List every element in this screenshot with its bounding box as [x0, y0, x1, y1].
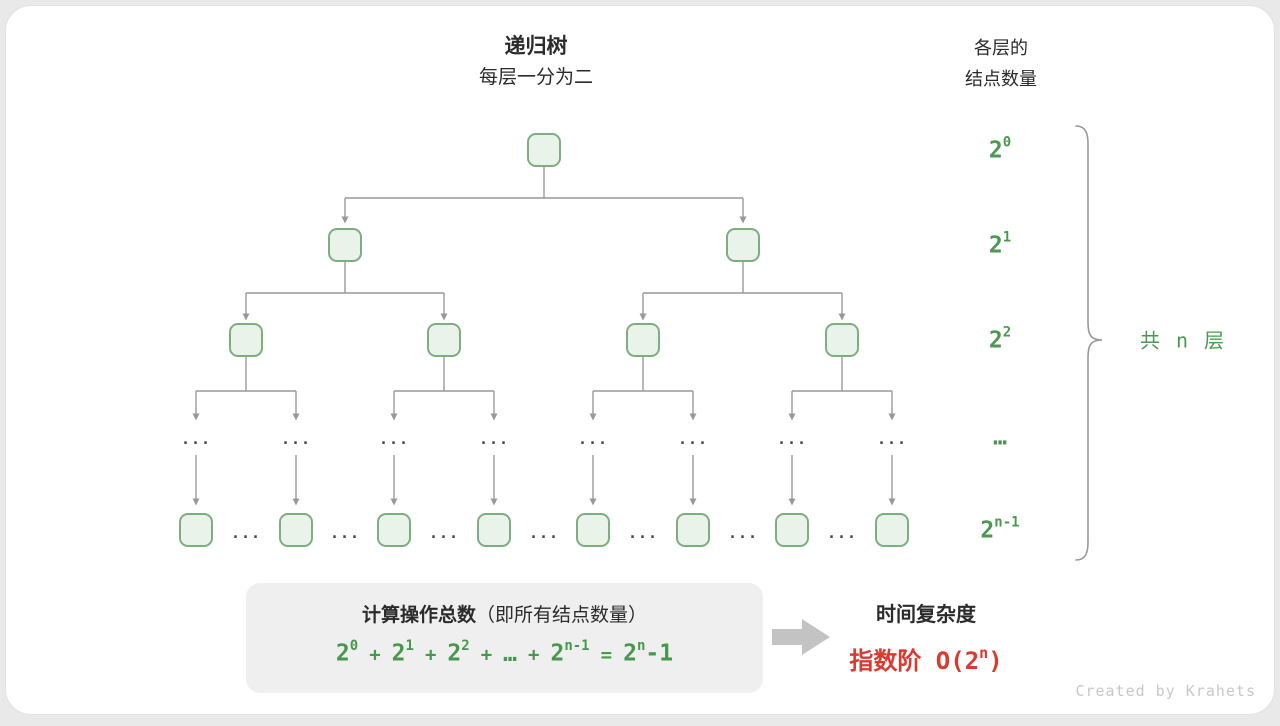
node-count-title: 各层的 结点数量	[936, 33, 1066, 95]
ellipsis: ...	[826, 524, 858, 542]
complexity-block: 时间复杂度 指数阶 O(2n)	[826, 598, 1026, 676]
tree-node	[229, 323, 263, 357]
complexity-title: 时间复杂度	[876, 604, 976, 626]
tree-node-leaf	[875, 513, 909, 547]
tree-node	[726, 228, 760, 262]
watermark: Created by Krahets	[1075, 682, 1256, 700]
level-count-label-dots: …	[993, 424, 1007, 451]
ellipsis: ...	[230, 524, 262, 542]
level-count-label-0: 20	[988, 134, 1012, 164]
plus-operator: +	[528, 643, 540, 666]
plus-operator: +	[480, 643, 493, 666]
equals-operator: =	[600, 643, 613, 666]
node-count-title-line1: 各层的	[974, 38, 1028, 58]
level-count-label-1: 21	[988, 229, 1012, 259]
tree-title-block: 递归树 每层一分为二	[436, 32, 636, 94]
ellipsis: ...	[577, 430, 609, 448]
ellipsis: ...	[428, 524, 460, 542]
node-count-title-line2: 结点数量	[965, 69, 1037, 89]
formula-title-main: 计算操作总数	[361, 605, 476, 626]
ellipsis: ...	[677, 430, 709, 448]
plus-operator: +	[424, 643, 437, 666]
ellipsis: ...	[627, 524, 659, 542]
level-count-label-2: 22	[988, 324, 1012, 354]
ellipsis: ...	[378, 430, 410, 448]
formula-result: 2n-1	[623, 638, 674, 667]
ellipsis: ...	[478, 430, 510, 448]
formula-expression: 20 + 21 + 22 + … + 2n-1 = 2n-1	[246, 638, 763, 667]
ellipsis: ...	[329, 524, 361, 542]
tree-node	[328, 228, 362, 262]
ellipsis: ...	[776, 430, 808, 448]
formula-title-paren: （即所有结点数量）	[476, 605, 648, 626]
formula-title: 计算操作总数（即所有结点数量）	[246, 600, 763, 627]
formula-term-dots: …	[503, 640, 518, 667]
tree-node	[626, 323, 660, 357]
tree-node-leaf	[279, 513, 313, 547]
diagram-canvas: 递归树 每层一分为二 各层的 结点数量	[5, 5, 1275, 715]
total-layers-label: 共 n 层	[1139, 328, 1227, 353]
plus-operator: +	[369, 643, 381, 666]
tree-node	[825, 323, 859, 357]
brace	[1075, 125, 1103, 561]
tree-node-leaf	[676, 513, 710, 547]
complexity-value: 指数阶 O(2n)	[849, 644, 1003, 675]
ellipsis: ...	[727, 524, 759, 542]
formula-term: 2n-1	[550, 638, 590, 667]
tree-node-leaf	[576, 513, 610, 547]
tree-node-leaf	[477, 513, 511, 547]
tree-node-root	[527, 133, 561, 167]
ellipsis: ...	[876, 430, 908, 448]
tree-title: 递归树	[504, 35, 568, 58]
formula-term: 22	[447, 638, 470, 667]
level-count-label-last: 2n-1	[980, 514, 1020, 544]
tree-node-leaf	[179, 513, 213, 547]
tree-subtitle: 每层一分为二	[478, 67, 593, 88]
tree-node-leaf	[775, 513, 809, 547]
tree-node-leaf	[377, 513, 411, 547]
formula-term: 21	[391, 638, 414, 667]
ellipsis: ...	[528, 524, 560, 542]
right-arrow-icon	[772, 619, 830, 655]
tree-node	[427, 323, 461, 357]
formula-box: 计算操作总数（即所有结点数量） 20 + 21 + 22 + … + 2n-1 …	[246, 583, 763, 693]
ellipsis: ...	[280, 430, 312, 448]
ellipsis: ...	[180, 430, 212, 448]
formula-term: 20	[335, 638, 359, 667]
